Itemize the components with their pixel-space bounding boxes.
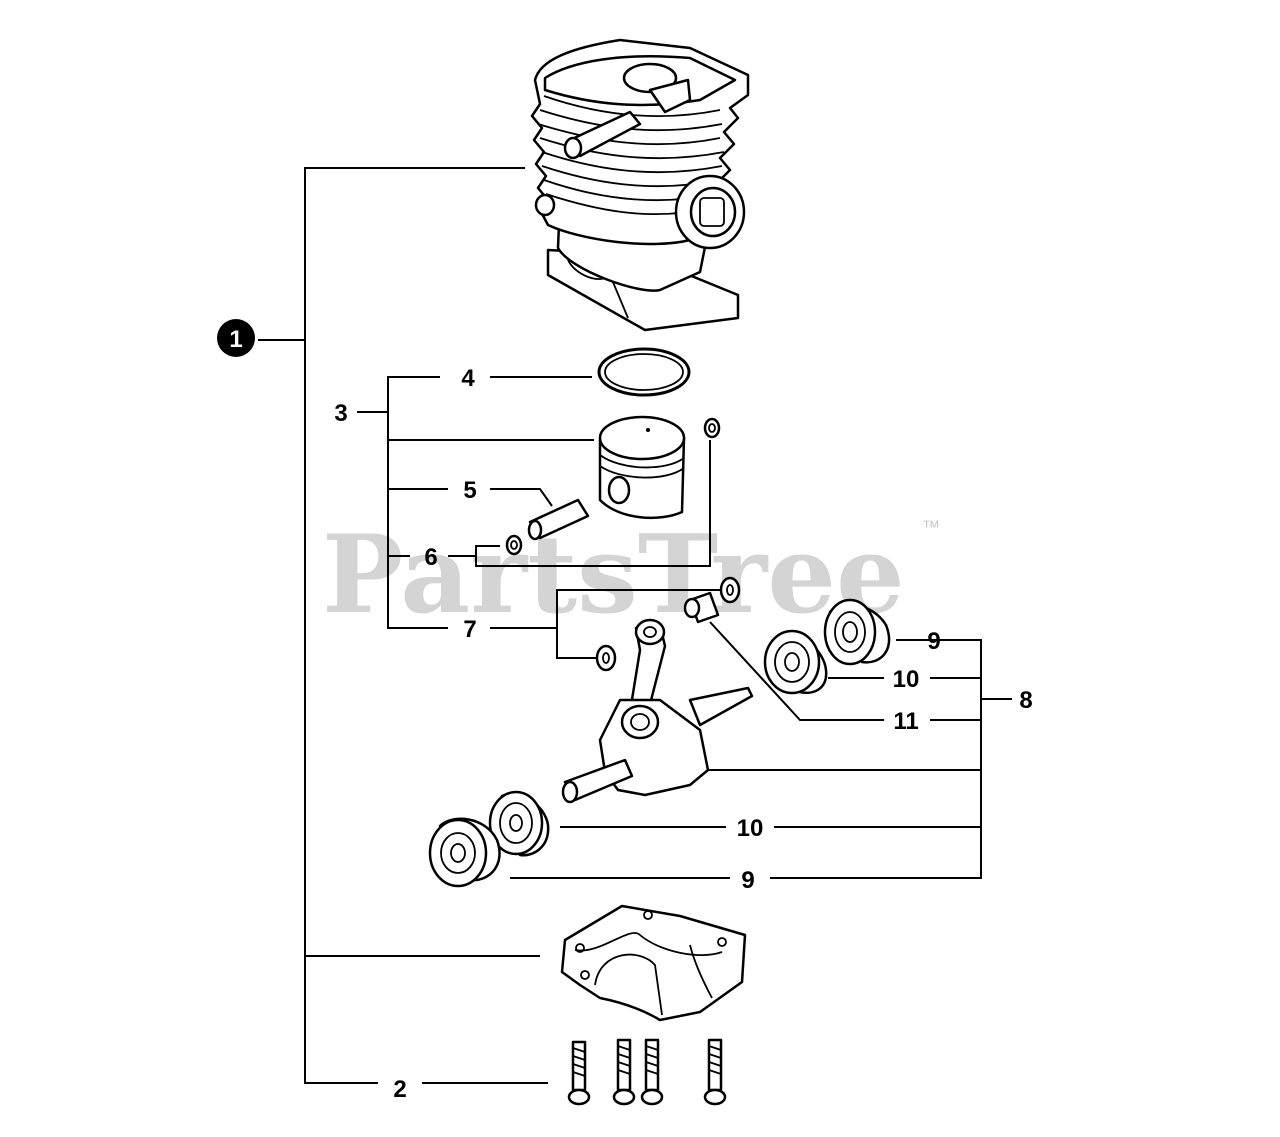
bolt-1 xyxy=(567,1040,591,1106)
bolt-2 xyxy=(612,1038,636,1106)
callout-4-label[interactable]: 4 xyxy=(461,365,475,392)
callout-2-label[interactable]: 2 xyxy=(393,1076,406,1103)
callout-1-label: 1 xyxy=(229,326,242,353)
bolt-4 xyxy=(703,1038,727,1106)
leader-lines xyxy=(258,167,1012,1084)
washer-upper xyxy=(719,576,741,604)
piston-ring xyxy=(597,347,691,397)
piston xyxy=(598,415,686,520)
callout-8-label[interactable]: 8 xyxy=(1019,687,1032,714)
bolt-3 xyxy=(640,1038,664,1106)
piston-pin xyxy=(527,498,590,541)
callout-9-upper-label[interactable]: 9 xyxy=(927,628,940,655)
callout-10-upper-label[interactable]: 10 xyxy=(893,666,920,693)
bearing-upper xyxy=(763,629,828,695)
washer-lower xyxy=(595,644,617,672)
callout-6-label[interactable]: 6 xyxy=(424,544,437,571)
crankshaft xyxy=(561,618,754,804)
callout-3-label[interactable]: 3 xyxy=(334,400,347,427)
watermark-text: PartsTree xyxy=(322,512,905,638)
callout-11-label[interactable]: 11 xyxy=(893,708,918,735)
circlip-left xyxy=(505,534,523,556)
callout-1-badge[interactable]: 1 xyxy=(217,319,255,357)
oil-seal-upper xyxy=(823,598,891,666)
circlip-right xyxy=(703,417,721,439)
crankcase xyxy=(560,904,747,1022)
bearing-lower xyxy=(488,790,550,857)
callout-9-lower-label[interactable]: 9 xyxy=(741,867,754,894)
oil-seal-lower xyxy=(428,817,501,888)
needle-bearing xyxy=(683,591,720,624)
callout-7-label[interactable]: 7 xyxy=(463,616,476,643)
cylinder xyxy=(530,38,750,332)
callout-10-lower-label[interactable]: 10 xyxy=(737,815,764,842)
callout-5-label[interactable]: 5 xyxy=(463,477,476,504)
watermark-trademark: ™ xyxy=(922,517,940,537)
